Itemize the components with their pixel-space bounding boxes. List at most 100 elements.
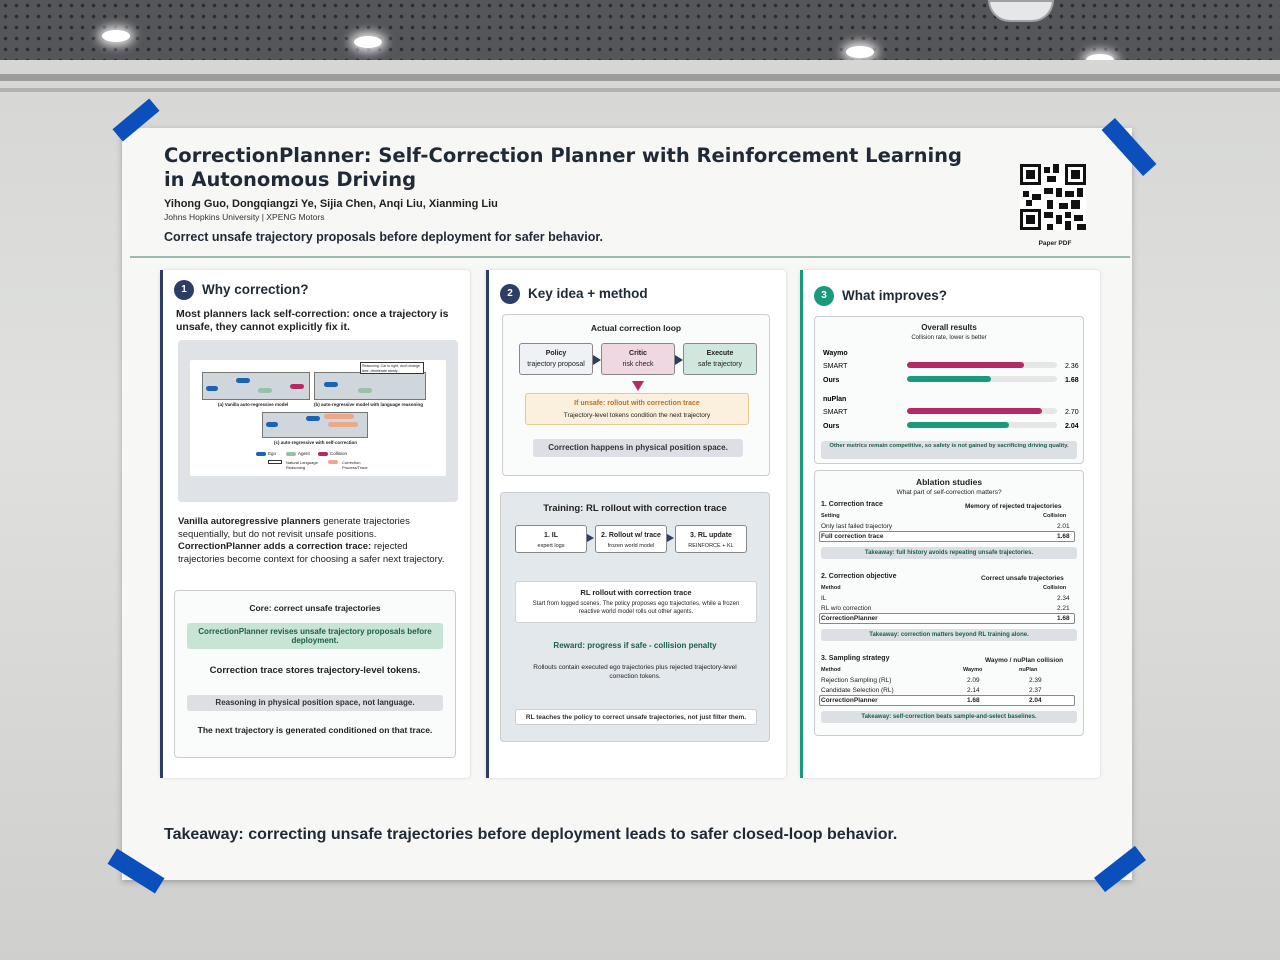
agent-vehicle [358, 388, 372, 393]
description-text-2: rejected trajectories become context for… [178, 541, 445, 565]
step-rl-update-sub: REINFORCE + KL [688, 543, 734, 549]
ablation-2-col-method: Method [821, 585, 841, 591]
table-row-value: 2.39 [1029, 677, 1042, 684]
caption-b: (b) auto-regressive model with language … [314, 402, 424, 407]
table-row: IL [821, 595, 827, 602]
wall-rail [0, 88, 1280, 92]
panel-number-badge: 3 [814, 286, 834, 306]
correction-trace [324, 414, 354, 419]
highlight-row [819, 613, 1075, 624]
legend-collision-swatch [318, 452, 328, 456]
unsafe-box: If unsafe: rollout with correction trace… [525, 393, 749, 425]
node-critic: Critic risk check [601, 343, 675, 375]
legend-agent: Agent [298, 451, 310, 456]
table-row-value: 1.68 [967, 697, 980, 704]
sprinkler [988, 0, 1054, 22]
ablation-3-col-waymo: Waymo [963, 667, 983, 673]
table-row-value: 2.09 [967, 677, 980, 684]
bar-smart [907, 362, 1024, 368]
table-row-value: 2.21 [1057, 605, 1070, 612]
poster: CorrectionPlanner: Self-Correction Plann… [122, 128, 1132, 880]
takeaway-footer: Takeaway: correcting unsafe trajectories… [164, 826, 898, 843]
ablation-1-right: Memory of rejected trajectories [965, 503, 1062, 510]
ablation-2-col-collision: Collision [1043, 585, 1067, 591]
qr-code [1020, 164, 1086, 230]
bar-smart [907, 408, 1042, 414]
collision-vehicle [290, 384, 304, 389]
node-execute: Execute safe trajectory [683, 343, 757, 375]
description-bold-1: Vanilla autoregressive planners [178, 516, 321, 527]
legend-agent-swatch [286, 452, 296, 456]
ablation-1-title: 1. Correction trace [821, 501, 883, 508]
node-policy-label: Policy [545, 350, 567, 357]
unsafe-sub: Trajectory-level tokens condition the ne… [563, 412, 711, 419]
series-label: SMART [823, 409, 848, 416]
panel-accent-bar [160, 270, 163, 778]
panel-number-badge: 2 [500, 284, 520, 304]
ablation-3-takeaway: Takeaway: self-correction beats sample-a… [821, 711, 1077, 723]
panel-title: Key idea + method [528, 286, 648, 301]
node-execute-sub: safe trajectory [698, 361, 742, 368]
ablation-2-right: Correct unsafe trajectories [981, 575, 1064, 582]
bar-value: 2.36 [1065, 363, 1079, 370]
ego-vehicle [206, 386, 218, 391]
physical-space-pill: Correction happens in physical position … [533, 439, 743, 457]
highlight-row [819, 531, 1075, 542]
table-row: Candidate Selection (RL) [821, 687, 894, 694]
core-title: Core: correct unsafe trajectories [249, 603, 381, 613]
description-bold-2: CorrectionPlanner adds a correction trac… [178, 541, 372, 552]
bar-ours [907, 422, 1009, 428]
group-label: nuPlan [823, 396, 846, 403]
step-rollout: 2. Rollout w/ trace frozen world model [595, 525, 667, 553]
step-rollout-sub: frozen world model [607, 543, 655, 549]
core-next-text: The next trajectory is generated conditi… [197, 725, 433, 735]
legend-nl-swatch [268, 460, 282, 464]
step-il: 1. IL expert logs [515, 525, 587, 553]
table-row-value: 1.68 [1057, 533, 1070, 540]
overall-subtitle: Collision rate, lower is better [911, 335, 987, 341]
legend-cp: Correction Process/Trace [342, 460, 368, 470]
ego-vehicle [306, 416, 320, 421]
poster-title: CorrectionPlanner: Self-Correction Plann… [164, 144, 963, 191]
ablation-1-col-collision: Collision [1043, 513, 1067, 519]
ablation-3-title: 3. Sampling strategy [821, 655, 890, 662]
node-critic-sub: risk check [622, 361, 654, 368]
panel-title: Why correction? [202, 282, 309, 297]
legend-ego-swatch [256, 452, 266, 456]
legend-ego: Ego [268, 451, 277, 456]
core-highlight: CorrectionPlanner revises unsafe traject… [187, 623, 443, 649]
header-divider [130, 256, 1130, 258]
table-row-value: 1.68 [1057, 615, 1070, 622]
poster-subtitle: Correct unsafe trajectory proposals befo… [164, 230, 604, 244]
description-text-1: generate trajectories sequentially, but … [178, 516, 410, 540]
arrow-right-icon [667, 534, 674, 542]
panel-accent-bar [800, 270, 803, 778]
unsafe-title: If unsafe: rollout with correction trace [574, 400, 700, 407]
reward-formula: Reward: progress if safe - collision pen… [553, 641, 717, 650]
method-comparison-figure: Reasoning: Car to right, don't change la… [178, 340, 458, 502]
panel-title: What improves? [842, 288, 948, 303]
table-row: Full correction trace [821, 533, 884, 540]
node-critic-label: Critic [629, 350, 647, 357]
ablation-1-col-setting: Setting [821, 513, 840, 519]
step-il-sub: expert logs [537, 543, 565, 549]
ceiling-light [846, 46, 874, 58]
training-box: Training: RL rollout with correction tra… [500, 492, 770, 742]
description-paragraph: Vanilla autoregressive planners generate… [178, 516, 452, 566]
ablation-3-col-nuplan: nuPlan [1019, 667, 1038, 673]
table-row: CorrectionPlanner [821, 615, 878, 622]
ablation-title: Ablation studies [915, 477, 983, 487]
rl-teaches-pill: RL teaches the policy to correct unsafe … [515, 709, 757, 725]
panel-what-improves: 3 What improves? Overall results Collisi… [800, 270, 1100, 778]
panel-why-correction: 1 Why correction? Most planners lack sel… [160, 270, 470, 778]
rollout-box: RL rollout with correction trace Start f… [515, 581, 757, 623]
correction-loop-box: Actual correction loop Policy trajectory… [502, 314, 770, 476]
table-row-value: 2.04 [1029, 697, 1042, 704]
table-row-value: 2.01 [1057, 523, 1070, 530]
panel-key-idea: 2 Key idea + method Actual correction lo… [486, 270, 786, 778]
ego-vehicle [266, 422, 278, 427]
ablation-3-col-method: Method [821, 667, 841, 673]
legend-cp-swatch [328, 460, 338, 464]
step-rl-update: 3. RL update REINFORCE + KL [675, 525, 747, 553]
